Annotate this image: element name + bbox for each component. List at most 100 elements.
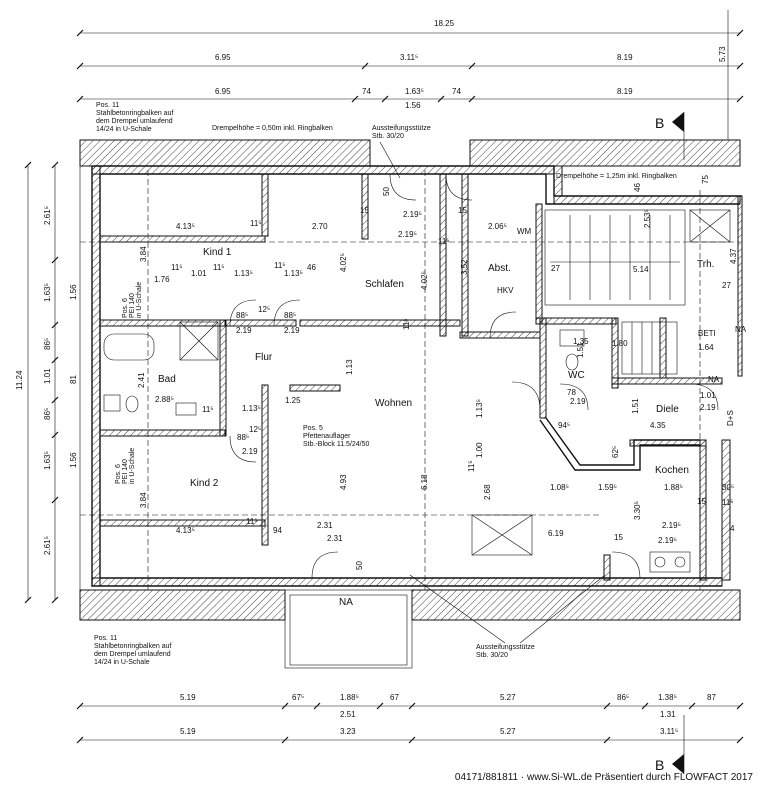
room-wohnen: Wohnen [375,398,412,409]
inner-dimensions-wc: 78 2.19 1.01 2.19 [567,388,716,412]
svg-text:1.13⁵: 1.13⁵ [284,269,303,278]
dim-bottom-2: 67⁵ [292,693,304,702]
svg-text:88⁵: 88⁵ [237,433,249,442]
note-drempel-left: Drempelhöhe = 0,50m inkl. Ringbalken [212,125,333,132]
svg-text:11⁵: 11⁵ [722,498,734,507]
bath-fixtures [103,321,691,573]
svg-text:11⁵: 11⁵ [171,263,183,272]
dim-left-6: 1.63⁵ [43,451,52,470]
svg-text:1.00: 1.00 [475,442,484,458]
dim-bottom-8: 87 [707,693,716,702]
dim-left-4: 1.01 [43,368,52,384]
dim-left-inner-1: 1.56 [69,284,78,300]
svg-text:1.35: 1.35 [573,337,589,346]
diele-wall [539,417,700,471]
svg-text:12⁵: 12⁵ [249,425,261,434]
note-drempel-right: Drempelhöhe = 1,25m inkl. Ringbalken [556,173,677,180]
svg-text:78: 78 [567,388,576,397]
dim-bottom-sub-2: 1.31 [660,710,676,719]
dim-top-row3-4: 74 [452,87,461,96]
inner-dimensions-kochen: 1.08⁵ 1.59⁵ 1.88⁵ 3.30⁵ 2.19⁵ 2.19⁵ 15 1… [550,483,735,545]
svg-text:1.64: 1.64 [698,343,714,352]
roof-eaves [79,139,741,669]
inner-dimensions-kind1: 4.13⁵ 11⁵ 2.70 3.84 1.76 1.01 1.13⁵ 11⁵ … [139,219,328,284]
svg-text:2.19⁵: 2.19⁵ [662,521,681,530]
svg-text:1.76: 1.76 [154,275,170,284]
inner-dimensions-abst: 2.06⁵ 11⁵ 3.52 15 [438,206,507,275]
dim-top-row3-sub: 1.56 [405,101,421,110]
dim-bottom-row2-3: 5.27 [500,727,516,736]
room-kind-2: Kind 2 [190,478,219,489]
dim-left-3: 86⁵ [43,338,52,350]
room-wc: WC [568,370,585,381]
svg-text:88⁵: 88⁵ [236,311,248,320]
svg-text:Aussteifungsstütze: Aussteifungsstütze [372,125,431,132]
svg-text:2.53⁵: 2.53⁵ [643,209,652,228]
dim-left-total: 11.24 [15,370,24,390]
svg-text:2.19: 2.19 [236,326,252,335]
svg-text:1.88⁵: 1.88⁵ [664,483,683,492]
svg-text:in U-Schale: in U-Schale [129,448,136,484]
svg-text:Pos. 11: Pos. 11 [94,635,117,642]
svg-text:Pos. 6: Pos. 6 [115,464,122,484]
svg-text:1.13⁵: 1.13⁵ [475,399,484,418]
note-pos6-top: Pos. 6 PEI 140 in U-Schale [122,282,143,318]
dim-bottom-6: 86⁵ [617,693,629,702]
svg-text:3.30⁵: 3.30⁵ [633,501,642,520]
room-trh: Trh. [697,259,714,270]
dim-left-inner-3: 1.56 [69,452,78,468]
section-label-bottom: B [655,757,664,773]
svg-text:62⁵: 62⁵ [611,446,620,458]
dim-left-1: 2.61⁵ [43,206,52,225]
room-kind-1: Kind 1 [203,247,232,258]
svg-text:46: 46 [307,263,316,272]
note-pos5: Pos. 5 Pfettenauflager Stb.-Block 11.5/2… [303,425,370,448]
footer-credit: 04171/881811 · www.Si-WL.de Präsentiert … [454,772,753,783]
svg-text:4.35: 4.35 [650,421,666,430]
svg-text:1.01: 1.01 [700,391,716,400]
svg-text:2.19⁵: 2.19⁵ [398,230,417,239]
dim-top-3: 8.19 [617,53,633,62]
svg-text:4.13⁵: 4.13⁵ [176,526,195,535]
dim-top-row3-2: 74 [362,87,371,96]
svg-text:6.18: 6.18 [420,474,429,490]
svg-text:3.84: 3.84 [139,246,148,262]
svg-text:1.13⁵: 1.13⁵ [242,404,261,413]
section-marker-bottom: B [655,715,685,774]
svg-text:in U-Schale: in U-Schale [136,282,143,318]
svg-text:2.41: 2.41 [137,372,146,388]
dim-bottom-row2-2: 3.23 [340,727,356,736]
svg-text:2.19⁵: 2.19⁵ [403,210,422,219]
svg-text:Pos. 11: Pos. 11 [96,102,119,109]
svg-text:1.13: 1.13 [345,359,354,375]
note-pos11-top: Pos. 11 Stahlbetonringbalken auf dem Dre… [96,102,174,133]
room-na-balcony: NA [339,597,353,608]
dim-left-7: 2.61⁵ [43,536,52,555]
svg-text:11⁵: 11⁵ [202,405,214,414]
svg-text:75: 75 [701,175,710,184]
svg-text:11⁵: 11⁵ [402,318,411,330]
svg-text:dem Drempel umlaufend: dem Drempel umlaufend [94,651,171,658]
svg-text:1.13⁵: 1.13⁵ [234,269,253,278]
svg-text:1.51: 1.51 [576,342,585,358]
room-flur: Flur [255,352,273,363]
svg-text:1.51: 1.51 [631,398,640,414]
svg-text:46: 46 [633,183,642,192]
inner-dimensions-trh: 5.14 2.53⁵ 27 27 4.37 46 75 1.64 1.80 1.… [551,175,738,358]
inner-dimensions-bad: 2.41 2.88⁵ 11⁵ [137,372,214,414]
inner-walls [99,173,723,581]
dim-top-row3-5: 8.19 [617,87,633,96]
svg-text:12⁵: 12⁵ [258,305,270,314]
note-pos11-bottom: Pos. 11 Stahlbetonringbalken auf dem Dre… [94,635,172,666]
bottom-openings [471,514,533,556]
left-dimension-chain: 11.24 2.61⁵ 1.63⁵ 86⁵ 1.01 86⁵ 1.63⁵ 2.6… [15,161,81,604]
room-abst: Abst. [488,263,511,274]
svg-text:1.01: 1.01 [191,269,207,278]
dim-left-2: 1.63⁵ [43,283,52,302]
svg-text:11⁵: 11⁵ [438,237,450,246]
svg-text:1.08⁵: 1.08⁵ [550,483,569,492]
svg-text:2.70: 2.70 [312,222,328,231]
dim-bottom-7: 1.38⁵ [658,693,677,702]
room-diele: Diele [656,404,679,415]
